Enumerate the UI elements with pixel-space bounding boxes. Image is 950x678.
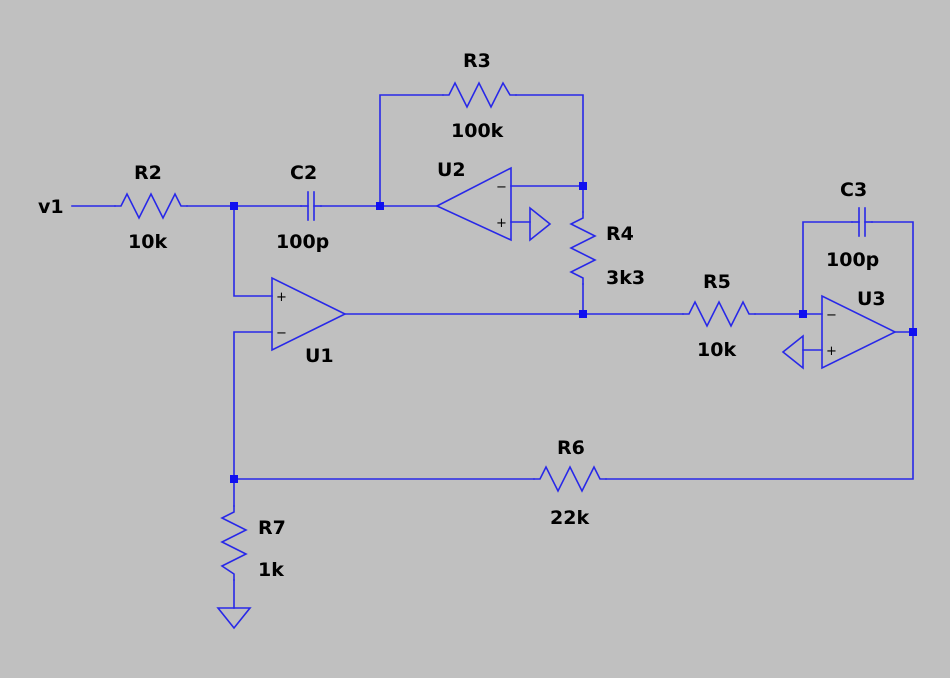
r3-ref-label: R3: [463, 50, 491, 72]
wire-u1-minus-nodeE[interactable]: [233, 331, 273, 480]
wires: [71, 94, 914, 609]
wire-c3-right[interactable]: [871, 221, 914, 333]
r4-resistor-symbol[interactable]: [569, 211, 597, 285]
u2-ref-label: U2: [437, 159, 466, 181]
u1-opamp-symbol[interactable]: + −: [271, 276, 347, 352]
r7-value-label: 1k: [258, 559, 284, 581]
junction-dot[interactable]: [909, 328, 917, 336]
r2-ref-label: R2: [134, 162, 162, 184]
r2-resistor-symbol[interactable]: [114, 192, 188, 220]
c3-capacitor-symbol[interactable]: [851, 207, 873, 237]
u3-minus-sign: −: [826, 308, 837, 323]
c3-ref-label: C3: [840, 179, 867, 201]
c2-ref-label: C2: [290, 162, 317, 184]
r5-value-label: 10k: [697, 339, 736, 361]
r6-value-label: 22k: [550, 507, 589, 529]
u2-minus-sign: −: [496, 180, 507, 195]
r6-resistor-symbol[interactable]: [533, 465, 607, 493]
junction-dot[interactable]: [230, 475, 238, 483]
c3-value-label: 100p: [826, 249, 879, 271]
wire-nodeA-u1-plus[interactable]: [233, 205, 273, 297]
junction-dot[interactable]: [230, 202, 238, 210]
r5-ref-label: R5: [703, 271, 731, 293]
wire-r3-feedback-right[interactable]: [515, 94, 584, 187]
net-label-v1: v1: [38, 196, 64, 218]
u1-plus-sign: +: [276, 290, 287, 305]
junction-dot[interactable]: [579, 310, 587, 318]
wire-r3-feedback-left[interactable]: [379, 94, 444, 207]
u2-opamp-symbol[interactable]: − +: [435, 166, 512, 242]
junction-dot[interactable]: [579, 182, 587, 190]
ground-icon: [529, 206, 552, 242]
r2-value-label: 10k: [128, 231, 167, 253]
junction-dot[interactable]: [376, 202, 384, 210]
r7-ref-label: R7: [258, 517, 286, 539]
wire-c3-left[interactable]: [802, 221, 853, 315]
r6-ref-label: R6: [557, 437, 585, 459]
ground-icon: [216, 607, 252, 630]
r5-resistor-symbol[interactable]: [682, 300, 756, 328]
u3-plus-sign: +: [826, 344, 837, 359]
wire-u3-out-r6[interactable]: [605, 331, 914, 480]
ground-icon: [781, 334, 804, 370]
u3-opamp-symbol[interactable]: − +: [821, 294, 897, 370]
r3-resistor-symbol[interactable]: [442, 81, 517, 109]
u2-plus-sign: +: [496, 216, 507, 231]
c2-capacitor-symbol[interactable]: [300, 191, 322, 221]
junction-dots: [230, 182, 917, 483]
wire-u2-output[interactable]: [510, 185, 584, 213]
u1-minus-sign: −: [276, 326, 287, 341]
r7-resistor-symbol[interactable]: [220, 505, 248, 581]
r4-ref-label: R4: [606, 223, 634, 245]
junction-dot[interactable]: [799, 310, 807, 318]
c2-value-label: 100p: [276, 231, 329, 253]
u3-ref-label: U3: [857, 288, 886, 310]
r4-value-label: 3k3: [606, 267, 645, 289]
u1-ref-label: U1: [305, 345, 334, 367]
r3-value-label: 100k: [451, 120, 504, 142]
